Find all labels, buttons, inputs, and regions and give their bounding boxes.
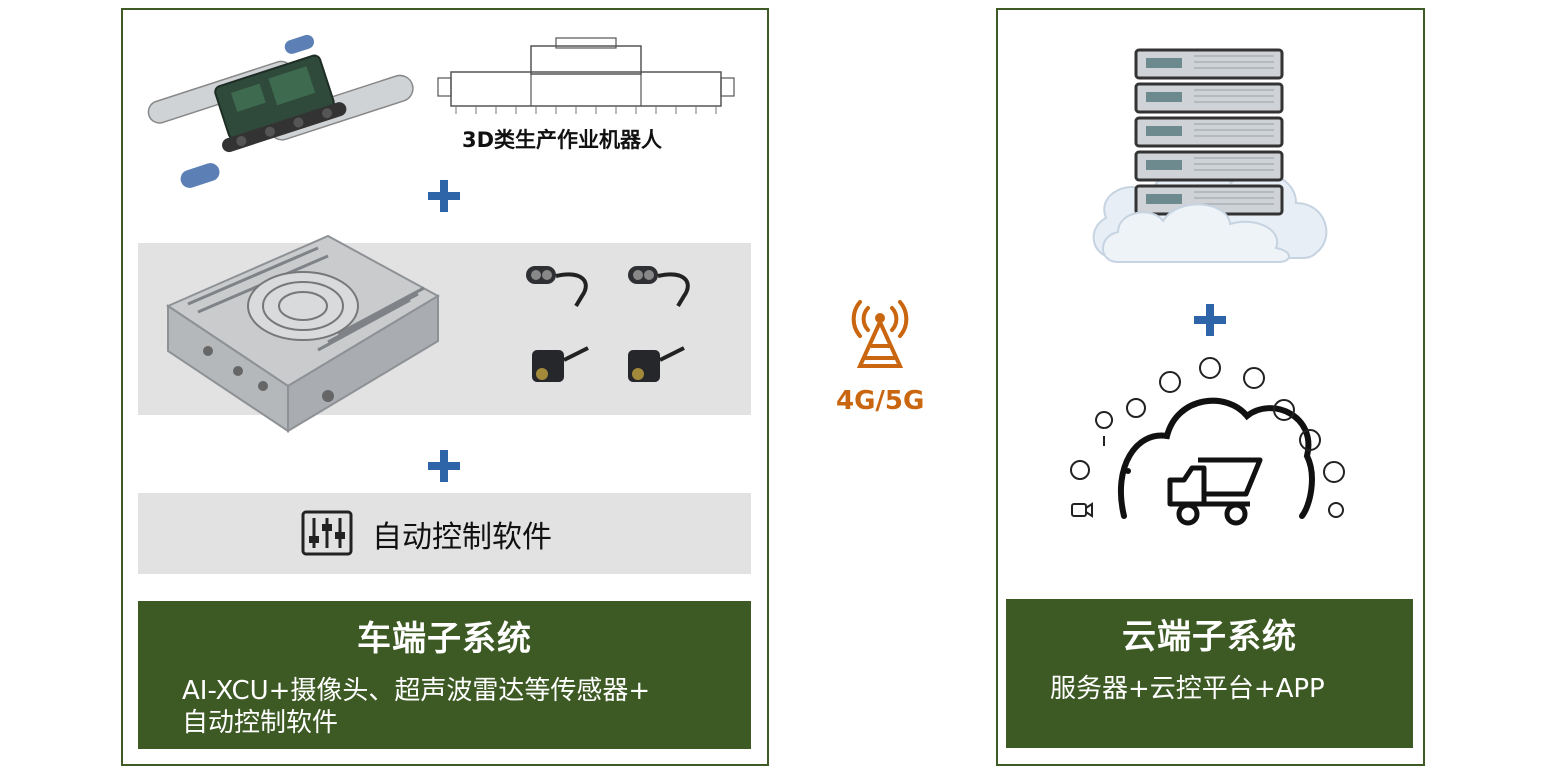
plus-icon [428,180,460,212]
plus-icon [1194,304,1226,336]
robot-frame-icon [436,38,736,116]
signal-tower-icon [846,298,914,370]
equalizer-icon [301,510,353,556]
plus-icon [428,450,460,482]
robot-caption: 3D类生产作业机器人 [462,124,662,154]
ultrasonic-sensor-icon [522,262,602,312]
ultrasonic-sensor-icon [624,262,704,312]
cloud-subsystem-box: 云端子系统 服务器+云控平台+APP [1006,599,1413,748]
camera-icon [624,344,688,388]
vehicle-subsystem-desc-line2: 自动控制软件 [182,707,338,739]
cloud-icon [1098,196,1298,266]
cloud-platform-icon [1062,356,1362,532]
software-label: 自动控制软件 [372,512,552,556]
cloud-subsystem-desc: 服务器+云控平台+APP [1050,673,1325,705]
dump-truck-icon [1170,460,1260,523]
robot-crawler-icon [140,28,420,168]
vehicle-subsystem-desc-line1: AI-XCU+摄像头、超声波雷达等传感器+ [182,675,650,707]
camera-icon [528,344,592,388]
cloud-subsystem-title: 云端子系统 [1006,609,1413,658]
vehicle-subsystem-title: 车端子系统 [138,611,751,660]
network-label: 4G/5G [836,386,924,416]
controller-unit-icon [148,226,448,440]
vehicle-subsystem-box: 车端子系统 AI-XCU+摄像头、超声波雷达等传感器+ 自动控制软件 [138,601,751,749]
